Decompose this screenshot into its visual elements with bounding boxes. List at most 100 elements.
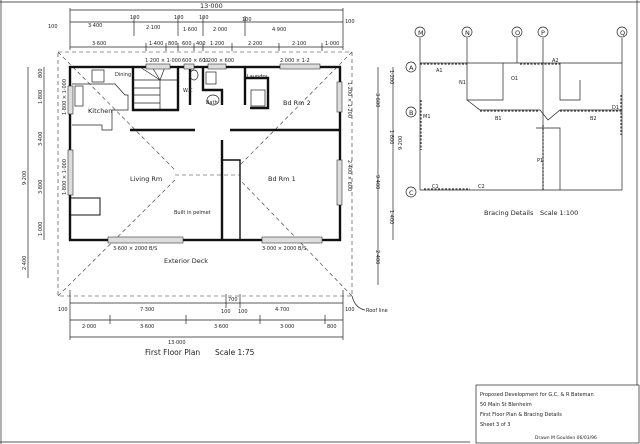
label-plan-top_dims-4: 4·900 <box>272 27 286 33</box>
label-plan-bottom_dims1-2: 700 <box>228 297 238 303</box>
room-living: Living Rm <box>130 175 162 183</box>
label-plan-doors_bottom-0: 3·600 × 2000 B/S <box>113 246 157 252</box>
label-plan-mid_dims-8: 1·000 <box>325 41 339 47</box>
label-plan-right_dims-3: 1·800 <box>388 130 394 144</box>
label-plan-left_dims-4: 3·800 <box>38 180 44 194</box>
label-bracing-labels-6: D1 <box>612 105 619 111</box>
label-plan-left_dims-6: 2·400 <box>22 256 28 270</box>
label-bracing-labels-1: A2 <box>552 58 559 64</box>
label-bracing-grid_cols-1: N <box>465 29 470 37</box>
label-plan-windows_side-0: 1·800 × 1·000 <box>62 79 68 115</box>
label-plan-top_dims-3: 2·000 <box>213 27 227 33</box>
label-bracing-grid_rows-0: A <box>409 64 414 72</box>
title-drawing: First Floor Plan & Bracing Details <box>480 412 562 418</box>
label-plan-small_top-0: 100 <box>48 24 58 30</box>
label-plan-bottom_dims2-4: 800 <box>327 324 337 330</box>
label-plan-top_dims-0: 3·400 <box>88 23 102 29</box>
title-project: Proposed Development for G,C, & R Batema… <box>480 392 594 398</box>
label-bracing-labels-9: O1 <box>511 76 518 82</box>
label-plan-top_dims-2: 1·600 <box>183 27 197 33</box>
label-plan-bottom_dims2-1: 3·600 <box>140 324 154 330</box>
label-plan-small_top-4: 100 <box>242 17 252 23</box>
label-bracing-labels-2: B1 <box>495 116 502 122</box>
label-bracing-grid_cols-3: P <box>541 29 545 37</box>
label-plan-left_dims-1: 800 <box>38 68 44 78</box>
windows <box>67 63 343 244</box>
bracing-scale: Scale 1:100 <box>540 209 578 217</box>
label-bracing-labels-4: C1 <box>432 184 439 190</box>
title-address: 50 Main St Blenheim <box>480 402 532 408</box>
room-bed-2: Bd Rm 2 <box>283 99 311 107</box>
label-plan-windows_top-2: 1·200 × 600 <box>203 58 234 64</box>
label-plan-bottom_dims2-0: 2·000 <box>82 324 96 330</box>
label-plan-mid_dims-5: 1·200 <box>210 41 224 47</box>
label-plan-left_dims-2: 1·800 <box>38 90 44 104</box>
label-bracing-labels-0: A1 <box>436 68 443 74</box>
label-plan-mid_dims-3: 600 <box>182 41 192 47</box>
shower <box>250 89 266 107</box>
label-bracing-dim: 9·200 <box>398 136 404 150</box>
kitchen-bench <box>72 83 129 131</box>
label-plan-bottom_dims1-3: 100 <box>58 307 68 313</box>
label-plan-overall_bottom: 13·000 <box>168 340 186 346</box>
title-sheet: Sheet 3 of 3 <box>480 422 510 428</box>
roof-outline <box>57 51 353 297</box>
label-bracing-grid_rows-1: B <box>409 109 413 117</box>
label-plan-mid_dims-4: 400 <box>196 41 206 47</box>
label-plan-small_top-2: 100 <box>174 15 184 21</box>
label-plan-windows_top-3: 2·000 × 1·2 <box>280 58 310 64</box>
label-plan-bottom_dims2-2: 3·600 <box>214 324 228 330</box>
label-plan-windows_top-0: 1·200 × 1·000 <box>145 58 181 64</box>
label-plan-windows_side-1: 1·800 × 1·000 <box>62 159 68 195</box>
bracing-plan: M N O P Q A B C A1 A2 B1 B2 C1 C2 D1 M1 … <box>398 0 638 385</box>
label-plan-bottom_dims1-4: 100 <box>221 309 231 315</box>
label-plan-right_dims-1: 3·600 <box>374 93 380 107</box>
internal-walls <box>70 67 340 240</box>
label-bracing-grid_cols-4: Q <box>620 29 625 37</box>
label-plan-right_dims-5: 2·400 <box>374 250 380 264</box>
label-plan-mid_dims-1: 1·400 <box>149 41 163 47</box>
bath <box>206 94 220 106</box>
label-plan-mid_dims-7: 2·100 <box>292 41 306 47</box>
label-bracing-labels-5: C2 <box>478 184 485 190</box>
label-plan-bottom_dims2-3: 3·000 <box>280 324 294 330</box>
label-plan-right_dims-2: 9·400 <box>374 175 380 189</box>
label-plan-doors_bottom-1: 3·000 × 2000 B/S <box>262 246 306 252</box>
sink <box>74 85 84 107</box>
toilet <box>189 69 199 81</box>
bracing-title: Bracing Details <box>484 209 534 217</box>
room-bed-1: Bd Rm 1 <box>268 175 296 183</box>
label-plan-small_top-5: 100 <box>345 19 355 25</box>
title-block: Proposed Development for G,C, & R Batema… <box>475 384 640 444</box>
label-plan-right_dims-4: 1·400 <box>388 210 394 224</box>
label-bracing-labels-8: N1 <box>459 80 466 86</box>
label-plan-small_top-3: 100 <box>199 15 209 21</box>
label-plan-windows_top-1: 600 × 600 <box>182 58 208 64</box>
label-plan-bottom_dims1-0: 7·300 <box>140 307 154 313</box>
label-plan-left_dims-3: 3·400 <box>38 132 44 146</box>
basin <box>205 71 217 85</box>
plan-scale: Scale 1:75 <box>215 348 255 357</box>
room-bath: Bath <box>206 100 218 106</box>
label-plan-bottom_dims1-5: 100 <box>238 309 248 315</box>
room-dining: Dining <box>115 72 131 78</box>
builtin-pelmet-label: Built in pelmet <box>174 210 211 216</box>
roof-line-label: Roof line <box>366 308 388 314</box>
room-kitchen: Kitchen <box>88 107 112 115</box>
label-bracing-grid_cols-0: M <box>418 29 424 37</box>
dim-overall-top: 13·000 <box>200 2 223 10</box>
label-plan-windows_side-2: 1·200 × 1·200 <box>346 82 352 118</box>
plan-title: First Floor Plan <box>145 348 200 357</box>
stove <box>91 69 105 83</box>
label-plan-mid_dims-6: 2·200 <box>248 41 262 47</box>
label-bracing-grid_cols-2: O <box>515 29 520 37</box>
first-floor-plan: 13·000 3·400 2·100 1·600 2·000 4·900 100… <box>22 2 394 357</box>
room-exterior-deck: Exterior Deck <box>164 257 208 265</box>
label-bracing-labels-3: B2 <box>590 116 597 122</box>
room-wc: W.C <box>183 88 193 94</box>
label-plan-left_dims-0: 9·200 <box>22 171 28 185</box>
label-bracing-grid_rows-2: C <box>409 189 414 197</box>
label-plan-left_dims-5: 1·000 <box>38 222 44 236</box>
label-plan-small_top-1: 100 <box>130 15 140 21</box>
